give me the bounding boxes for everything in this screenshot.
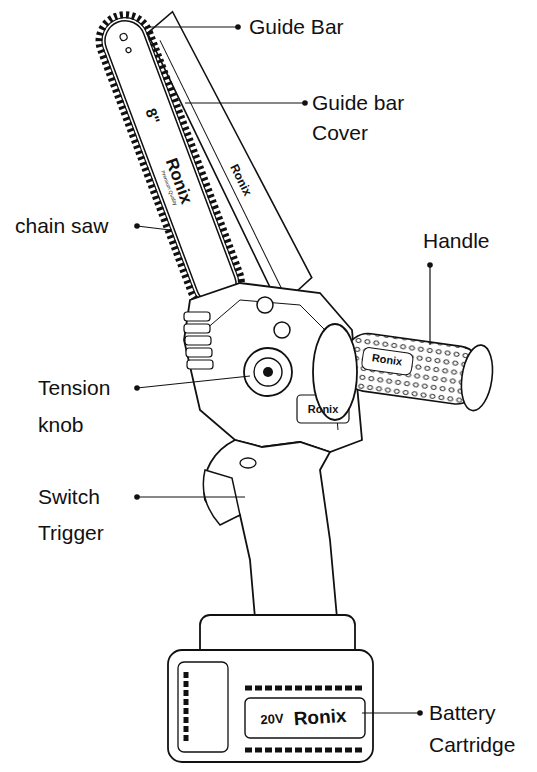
battery-side [178, 662, 228, 752]
part-label: Tension knob [38, 369, 138, 443]
guide-bar [92, 7, 249, 316]
grip-rib [185, 336, 211, 345]
brand-text: Ronix [371, 352, 403, 367]
bar-rivet [125, 47, 131, 53]
rear-grip [204, 440, 337, 618]
leader-line [429, 265, 430, 345]
leader-dot [417, 710, 423, 716]
leader-line [137, 226, 170, 230]
grip-rib [187, 360, 213, 369]
battery-vents [184, 672, 189, 742]
brand-text: Ronix [228, 162, 254, 197]
part-label: Guide bar Cover [312, 88, 422, 148]
battery-plate [245, 698, 365, 738]
leader-dot [235, 24, 241, 30]
leader-line [362, 712, 420, 713]
part-label: chain saw [15, 213, 108, 239]
bar-rivet [119, 32, 128, 41]
bar-size: 8" [143, 106, 162, 126]
grip-rib [184, 312, 210, 321]
part-label: Handle [423, 228, 490, 254]
bar-bolt [257, 297, 273, 313]
leader-line [185, 102, 305, 103]
part-label: Guide Bar [249, 14, 344, 40]
handle-cap [458, 343, 497, 413]
tension-knob [244, 348, 292, 396]
handle-badge [361, 347, 414, 376]
grip-ribs [184, 312, 213, 369]
grip-rib [186, 348, 212, 357]
leader-line [145, 26, 238, 27]
bar-plate [99, 15, 242, 310]
leader-dot [134, 494, 140, 500]
leader-dots [134, 24, 433, 716]
leader-line [137, 496, 245, 497]
motor-housing [184, 283, 362, 452]
battery-voltage: 20V [260, 712, 284, 727]
lock-button [240, 458, 256, 468]
leader-dot [134, 385, 140, 391]
part-label: Switch Trigger [38, 479, 138, 551]
knob-center [263, 367, 273, 377]
leader-dot [134, 223, 140, 229]
brand-text: Ronix [308, 404, 339, 415]
grip-rib [184, 324, 210, 333]
aux-handle [341, 327, 497, 413]
battery-body [168, 650, 373, 762]
saw-chain [92, 7, 249, 316]
knob-ring [254, 358, 282, 386]
leader-line [137, 376, 250, 388]
leader-dot [302, 100, 308, 106]
chain-edge [95, 11, 245, 314]
part-label: Battery Cartridge [429, 697, 536, 761]
bar-bolt [274, 322, 290, 338]
brand-text: Ronix [293, 706, 347, 729]
leader-lines [137, 27, 430, 713]
battery-vents [245, 748, 365, 753]
battery-vents [245, 686, 365, 691]
leader-dot [427, 262, 433, 268]
